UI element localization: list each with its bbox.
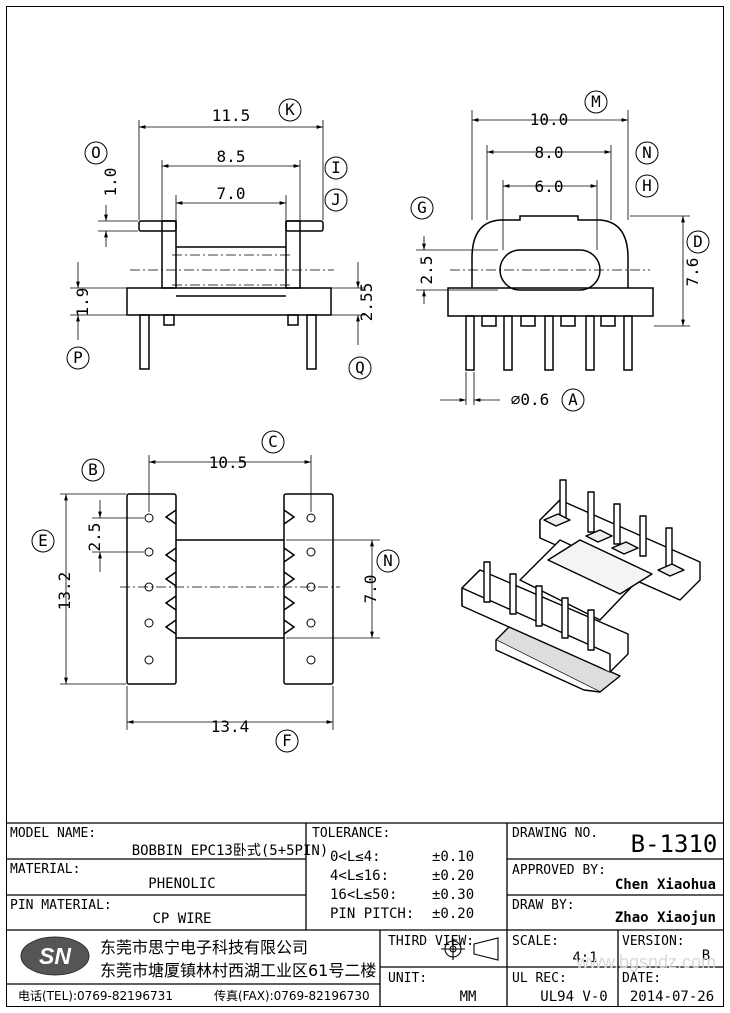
company-name: 东莞市思宁电子科技有限公司 xyxy=(100,938,308,957)
dim-side-inner: 6.0 xyxy=(535,177,564,196)
callout-g-label: G xyxy=(417,198,427,217)
pin-material: CP WIRE xyxy=(152,911,211,927)
tolerance-label: TOLERANCE: xyxy=(312,826,390,841)
callout-c-label: C xyxy=(268,432,278,451)
callout-m-label: M xyxy=(591,92,601,111)
callout-m xyxy=(584,90,608,114)
callout-b xyxy=(81,458,105,482)
dim-height: 7.6 xyxy=(683,258,702,287)
tol-range-3: 16<L≤50: xyxy=(330,887,397,903)
third-angle-projection-icon xyxy=(441,937,499,961)
callout-j xyxy=(324,188,348,212)
dim-side-mid: 8.0 xyxy=(535,143,564,162)
callout-j-label: J xyxy=(331,190,341,209)
model-name-label: MODEL NAME: xyxy=(10,826,96,841)
watermark: www.bgsndz.com xyxy=(575,952,716,972)
ul-rec: UL94 V-0 xyxy=(540,989,607,1005)
callout-k xyxy=(278,98,302,122)
company-logo-text: SN xyxy=(39,943,71,969)
callout-k-label: K xyxy=(285,100,295,119)
dim-base-h: 1.9 xyxy=(73,288,92,317)
callout-n-label: N xyxy=(642,143,652,162)
tol-value-4: ±0.20 xyxy=(432,906,474,922)
callout-a xyxy=(561,388,585,412)
company-tel: 电话(TEL):0769-82196731 xyxy=(18,989,173,1003)
date-label: DATE: xyxy=(622,971,661,986)
callout-o-label: O xyxy=(91,143,101,162)
isometric-view xyxy=(461,479,701,693)
front-view xyxy=(126,220,332,370)
callout-n2-label: N xyxy=(383,551,393,570)
model-name: BOBBIN EPC13卧式(5+5PIN) xyxy=(132,843,329,859)
callout-i-label: I xyxy=(331,158,341,177)
drawing-no-label: DRAWING NO. xyxy=(512,826,598,841)
dim-pin-dia: ⌀0.6 xyxy=(511,390,550,409)
dim-width: 13.4 xyxy=(211,717,250,736)
company-address: 东莞市塘厦镇林村西湖工业区61号二楼 xyxy=(100,961,376,980)
dim-side-outer: 10.0 xyxy=(530,110,569,129)
unit-label: UNIT: xyxy=(388,971,427,986)
scale: 4:1 xyxy=(572,950,597,966)
dim-window: 7.0 xyxy=(361,575,380,604)
callout-o xyxy=(84,141,108,165)
dim-pin-len: 2.55 xyxy=(357,283,376,322)
dim-width-inner: 7.0 xyxy=(217,184,246,203)
date: 2014-07-26 xyxy=(630,989,714,1005)
side-view xyxy=(447,215,654,371)
callout-a-label: A xyxy=(568,390,578,409)
company-logo xyxy=(20,936,90,976)
dim-pitch: 2.5 xyxy=(85,523,104,552)
dim-slot-h: 2.5 xyxy=(417,256,436,285)
callout-e xyxy=(31,529,55,553)
drawing-no: B-1310 xyxy=(631,830,718,858)
tol-value-1: ±0.10 xyxy=(432,849,474,865)
ul-label: UL REC: xyxy=(512,971,567,986)
callout-n xyxy=(635,141,659,165)
tol-range-4: PIN PITCH: xyxy=(330,906,414,922)
dim-flange: 1.0 xyxy=(101,168,120,197)
dim-pitch-w: 10.5 xyxy=(209,453,248,472)
callout-i xyxy=(324,156,348,180)
tol-value-2: ±0.20 xyxy=(432,868,474,884)
callout-d-label: D xyxy=(693,232,703,251)
pin-material-label: PIN MATERIAL: xyxy=(10,898,112,913)
approved-label: APPROVED BY: xyxy=(512,863,606,878)
callout-p-label: P xyxy=(73,348,83,367)
callout-b-label: B xyxy=(88,460,98,479)
callout-q-label: Q xyxy=(355,358,365,377)
callout-g xyxy=(410,196,434,220)
tol-value-3: ±0.30 xyxy=(432,887,474,903)
drawing-frame xyxy=(6,6,724,1007)
dim-width-outer: 11.5 xyxy=(212,106,251,125)
company-fax: 传真(FAX):0769-82196730 xyxy=(214,988,370,1003)
version: B xyxy=(702,948,710,964)
material-label: MATERIAL: xyxy=(10,862,80,877)
callout-e-label: E xyxy=(38,531,48,550)
scale-label: SCALE: xyxy=(512,934,559,949)
callout-h-label: H xyxy=(642,176,652,195)
callout-h xyxy=(635,174,659,198)
tol-range-2: 4<L≤16: xyxy=(330,868,389,884)
title-block xyxy=(6,822,724,1007)
dim-width-mid: 8.5 xyxy=(217,147,246,166)
draw-by: Zhao Xiaojun xyxy=(615,910,716,926)
draw-label: DRAW BY: xyxy=(512,898,575,913)
callout-n2 xyxy=(376,549,400,573)
callout-p xyxy=(66,346,90,370)
callout-d xyxy=(686,230,710,254)
material: PHENOLIC xyxy=(148,876,215,892)
callout-q xyxy=(348,356,372,380)
tol-range-1: 0<L≤4: xyxy=(330,849,381,865)
bottom-view xyxy=(126,493,334,685)
callout-f-label: F xyxy=(282,731,292,750)
dim-length: 13.2 xyxy=(55,572,74,611)
approved-by: Chen Xiaohua xyxy=(615,877,716,893)
version-label: VERSION: xyxy=(622,934,685,949)
unit: MM xyxy=(460,989,477,1005)
callout-c xyxy=(261,430,285,454)
callout-f xyxy=(275,729,299,753)
